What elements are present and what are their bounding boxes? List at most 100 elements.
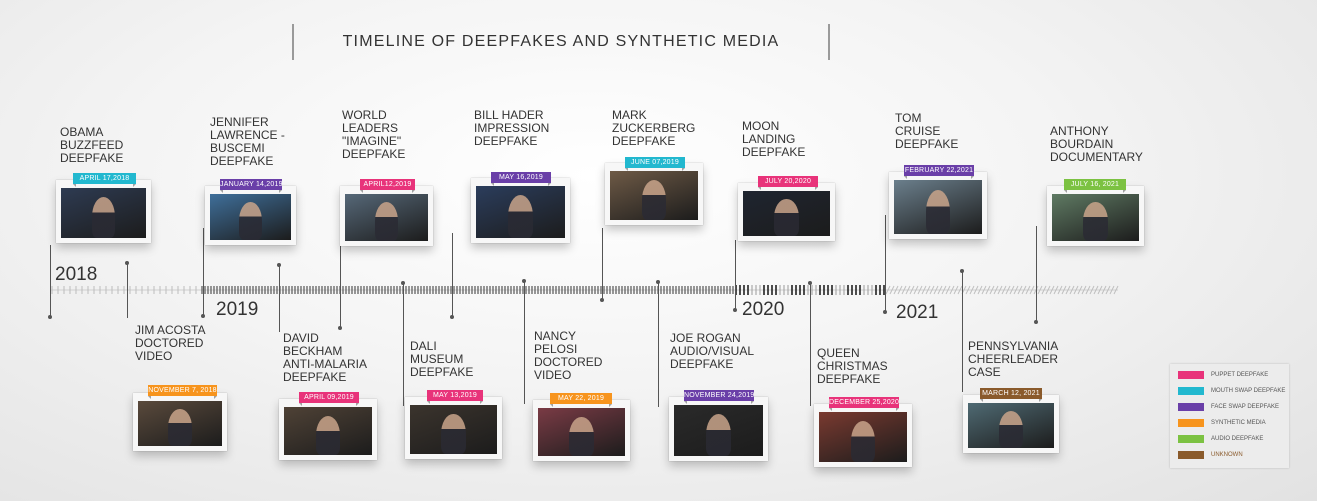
event-thumbnail: [538, 408, 625, 456]
connector: [658, 281, 659, 407]
thumbnail-figure: [1083, 202, 1108, 241]
connector: [127, 262, 128, 318]
thumbnail-figure: [239, 202, 262, 240]
date-ribbon: DECEMBER 25,2020: [829, 397, 900, 411]
event-label-dali: DALI MUSEUM DEEPFAKE: [410, 339, 474, 379]
event-thumbnail: [819, 412, 907, 462]
legend-label: SYNTHETIC MEDIA: [1211, 420, 1266, 426]
event-card-zuckerberg[interactable]: JUNE 07,2019: [605, 157, 703, 225]
event-card-pelosi[interactable]: MAY 22, 2019: [533, 393, 630, 461]
thumbnail-figure: [508, 195, 533, 238]
legend-swatch: [1178, 419, 1204, 427]
event-label-queen: QUEEN CHRISTMAS DEEPFAKE: [817, 346, 888, 386]
legend-swatch: [1178, 451, 1204, 459]
event-card-hader[interactable]: MAY 16,2019: [471, 172, 570, 243]
year-2019: 2019: [216, 299, 259, 320]
connector-dot: [733, 308, 737, 312]
connector: [810, 282, 811, 406]
legend-label: MOUTH SWAP DEEPFAKE: [1211, 388, 1286, 394]
connector-dot: [960, 269, 964, 273]
date-ribbon: MAY 16,2019: [491, 172, 551, 186]
legend-label: PUPPET DEEPFAKE: [1211, 372, 1269, 378]
connector: [735, 240, 736, 310]
date-ribbon: JULY 16, 2021: [1064, 179, 1126, 193]
event-thumbnail: [968, 403, 1054, 448]
event-label-pelosi: NANCY PELOSI DOCTORED VIDEO: [534, 329, 603, 382]
event-label-world-leaders: WORLD LEADERS "IMAGINE" DEEPFAKE: [342, 108, 406, 161]
legend-label: FACE SWAP DEEPFAKE: [1211, 404, 1280, 410]
title-right-bar: [828, 24, 830, 60]
date-ribbon: APRIL 17,2018: [73, 173, 136, 187]
event-label-lawrence: JENNIFER LAWRENCE -BUSCEMI DEEPFAKE: [210, 115, 285, 168]
title-block: TIMELINE OF DEEPFAKES AND SYNTHETIC MEDI…: [292, 24, 830, 60]
connector: [962, 270, 963, 392]
event-thumbnail: [1052, 194, 1139, 241]
event-card-beckham[interactable]: APRIL 09,2019: [279, 392, 377, 460]
event-card-moon[interactable]: JULY 20,2020: [738, 176, 835, 241]
event-thumbnail: [345, 194, 428, 241]
event-card-bourdain[interactable]: JULY 16, 2021: [1047, 179, 1144, 246]
thumbnail-figure: [706, 414, 731, 456]
event-label-zuckerberg: MARK ZUCKERBERG DEEPFAKE: [612, 108, 696, 148]
event-card-queen[interactable]: DECEMBER 25,2020: [814, 397, 912, 467]
event-thumbnail: [210, 194, 291, 240]
event-card-world-leaders[interactable]: APRIL12,2019: [340, 179, 433, 246]
connector-dot: [48, 315, 52, 319]
event-card-dali[interactable]: MAY 13,2019: [405, 390, 502, 459]
connector: [50, 245, 51, 317]
connector-dot: [125, 261, 129, 265]
date-ribbon: MAY 22, 2019: [550, 393, 612, 407]
event-thumbnail: [410, 405, 497, 454]
thumbnail-figure: [569, 416, 594, 456]
page-title: TIMELINE OF DEEPFAKES AND SYNTHETIC MEDI…: [342, 33, 780, 50]
legend-label: AUDIO DEEPFAKE: [1211, 436, 1264, 442]
event-card-cheerleader[interactable]: MARCH 12, 2021: [963, 388, 1059, 453]
thumbnail-figure: [850, 421, 876, 462]
event-label-rogan: JOE ROGAN AUDIO/VISUAL DEEPFAKE: [670, 331, 754, 371]
event-label-cheerleader: PENNSYLVANIA CHEERLEADER CASE: [968, 339, 1059, 379]
thumbnail-figure: [998, 411, 1024, 448]
connector: [1036, 226, 1037, 322]
event-thumbnail: [743, 191, 830, 236]
event-label-cruise: TOM CRUISE DEEPFAKE: [895, 111, 959, 151]
event-thumbnail: [61, 188, 146, 238]
event-card-lawrence[interactable]: JANUARY 14,2019: [205, 179, 296, 245]
event-card-acosta[interactable]: NOVEMBER 7, 2018: [133, 385, 227, 451]
connector: [452, 233, 453, 317]
event-thumbnail: [476, 186, 565, 238]
date-ribbon: MARCH 12, 2021: [980, 388, 1042, 402]
event-label-beckham: DAVID BECKHAM ANTI-MALARIA DEEPFAKE: [283, 331, 367, 384]
connector-dot: [808, 281, 812, 285]
thumbnail-figure: [925, 189, 951, 234]
connector: [340, 236, 341, 328]
legend-swatch: [1178, 387, 1204, 395]
event-thumbnail: [894, 180, 982, 234]
date-ribbon: APRIL12,2019: [360, 179, 415, 193]
thumbnail-figure: [91, 197, 116, 238]
thumbnail-figure: [315, 415, 341, 455]
connector-dot: [1034, 320, 1038, 324]
date-ribbon: FEBRUARY 22,2021: [904, 165, 974, 179]
date-ribbon: NOVEMBER 7, 2018: [148, 385, 217, 399]
thumbnail-figure: [374, 202, 399, 241]
event-card-rogan[interactable]: NOVEMBER 24,2019: [669, 390, 768, 461]
event-label-bourdain: ANTHONY BOURDAIN DOCUMENTARY: [1050, 124, 1143, 164]
connector: [602, 228, 603, 300]
connector-dot: [201, 314, 205, 318]
date-ribbon: JUNE 07,2019: [625, 157, 685, 171]
year-2021: 2021: [896, 302, 939, 323]
connector-dot: [277, 263, 281, 267]
connector-dot: [401, 281, 405, 285]
connector-dot: [338, 326, 342, 330]
legend-swatch: [1178, 435, 1204, 443]
connector: [885, 215, 886, 312]
legend-swatch: [1178, 371, 1204, 379]
title-left-bar: [292, 24, 294, 60]
connector: [403, 282, 404, 406]
legend-swatch: [1178, 403, 1204, 411]
event-thumbnail: [610, 171, 698, 220]
date-ribbon: NOVEMBER 24,2019: [684, 390, 755, 404]
event-card-cruise[interactable]: FEBRUARY 22,2021: [889, 165, 987, 239]
event-label-moon: MOON LANDING DEEPFAKE: [742, 119, 806, 159]
event-card-obama[interactable]: APRIL 17,2018: [56, 173, 151, 243]
